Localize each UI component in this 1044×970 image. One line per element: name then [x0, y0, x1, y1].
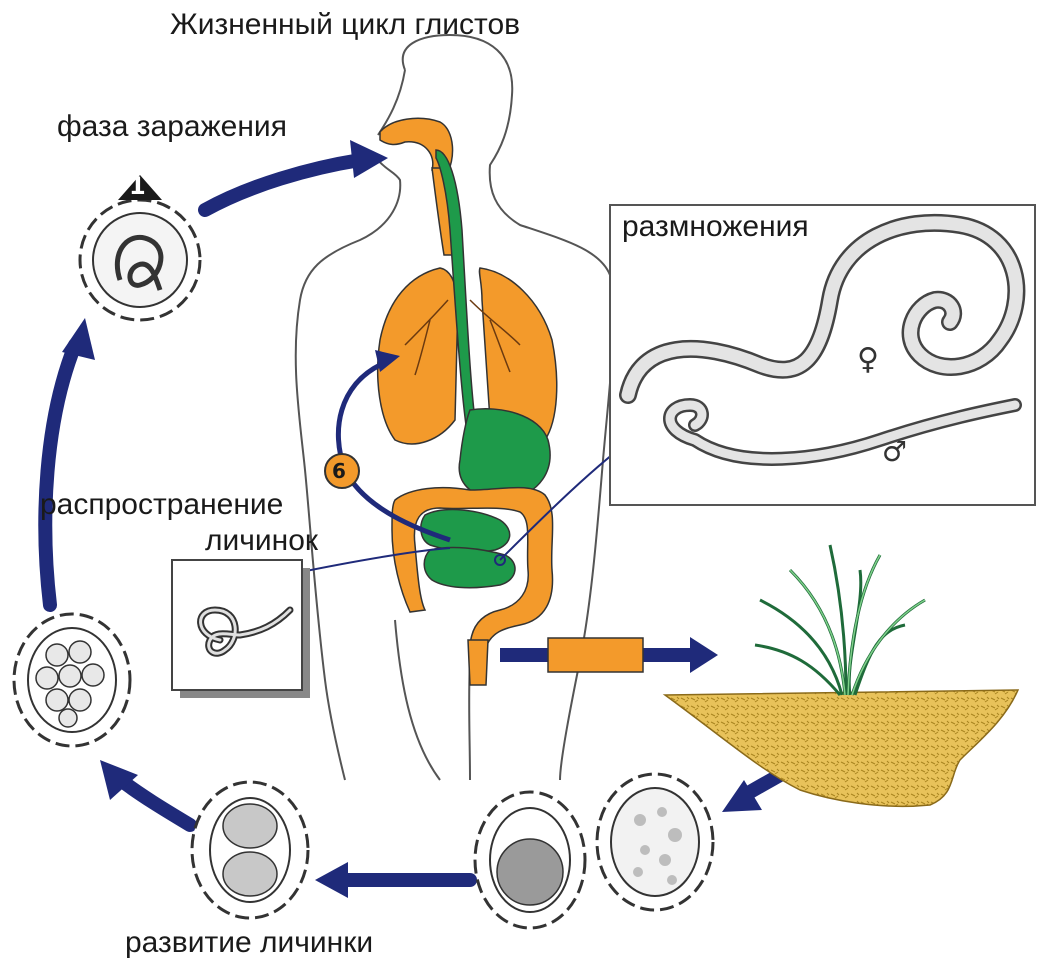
label-larva-development: развитие личинки: [125, 928, 373, 958]
larva-box: [172, 560, 310, 698]
soil-with-grass: [665, 545, 1018, 806]
label-spread-line1: распространение: [40, 490, 283, 520]
reproduction-box: [610, 205, 1035, 505]
marker-1-label: 1: [129, 174, 146, 198]
label-infection: фаза заражения: [57, 112, 287, 142]
label-reproduction: размножения: [622, 212, 809, 242]
egg-unsegmented: [597, 774, 713, 910]
egg-morula: [14, 614, 130, 746]
diagram-title: Жизненный цикл глистов: [170, 10, 520, 40]
marker-6-label: 6: [332, 461, 346, 481]
female-symbol-icon: ♀: [857, 345, 879, 375]
male-symbol-icon: ♂: [882, 438, 907, 466]
excretion-arrow: [500, 637, 718, 673]
egg-two-cell: [192, 782, 308, 918]
label-spread-line2: личинок: [205, 526, 318, 556]
egg-infectious: [80, 200, 200, 320]
egg-single-cell: [475, 792, 585, 928]
organs: [378, 118, 557, 685]
